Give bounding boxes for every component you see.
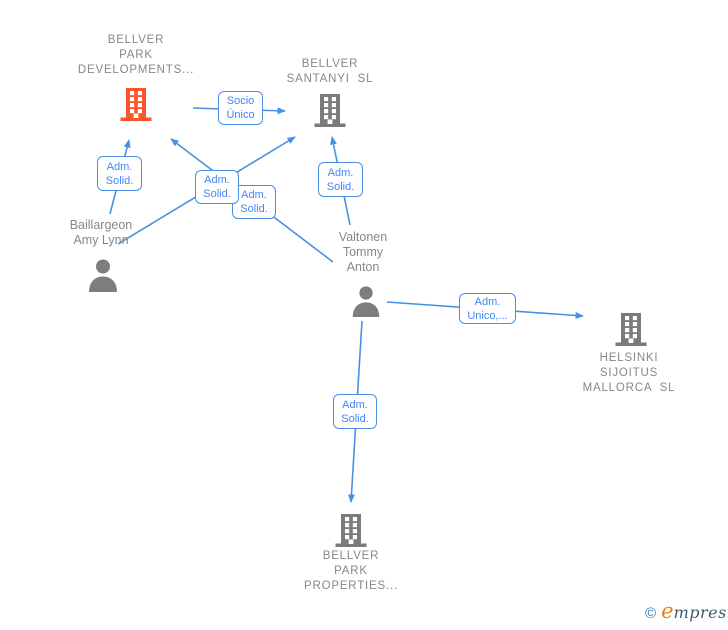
person-icon[interactable] <box>84 257 122 298</box>
edge-label-adm-solid-valtonen-santanyi[interactable]: Adm. Solid. <box>318 162 363 197</box>
node-label-bellver-park-developments[interactable]: BELLVER PARK DEVELOPMENTS... <box>77 34 195 76</box>
copyright-icon: © <box>645 605 657 622</box>
edge-label-socio-unico[interactable]: Socio Único <box>218 91 263 125</box>
person-icon[interactable] <box>348 284 384 323</box>
building-icon[interactable] <box>614 311 648 352</box>
brand-initial: e <box>661 599 674 623</box>
edge-label-adm-solid-valtonen-developments[interactable]: Adm. Solid. <box>232 185 276 219</box>
building-icon[interactable] <box>334 512 368 553</box>
building-icon[interactable] <box>119 86 153 127</box>
node-label-helsinki-sijoitus-mallorca[interactable]: HELSINKI SIJOITUS MALLORCA SL <box>582 352 676 394</box>
node-label-baillargeon-amy-lynn[interactable]: Baillargeon Amy Lynn <box>69 218 133 247</box>
brand-text: mpresia <box>673 603 728 622</box>
node-label-valtonen-tommy-anton[interactable]: Valtonen Tommy Anton <box>338 230 388 274</box>
building-icon[interactable] <box>313 92 347 133</box>
node-label-bellver-park-properties[interactable]: BELLVER PARK PROPERTIES... <box>304 550 398 592</box>
edge-label-adm-unico-valtonen-helsinki[interactable]: Adm. Unico,... <box>459 293 516 324</box>
node-label-bellver-santanyi[interactable]: BELLVER SANTANYI SL <box>286 58 374 85</box>
edge-label-adm-solid-baillargeon-developments[interactable]: Adm. Solid. <box>97 156 142 191</box>
empresia-watermark: © empresia <box>645 599 728 623</box>
edge-label-adm-solid-baillargeon-santanyi[interactable]: Adm. Solid. <box>195 170 239 204</box>
edge-label-adm-solid-valtonen-properties[interactable]: Adm. Solid. <box>333 394 377 429</box>
